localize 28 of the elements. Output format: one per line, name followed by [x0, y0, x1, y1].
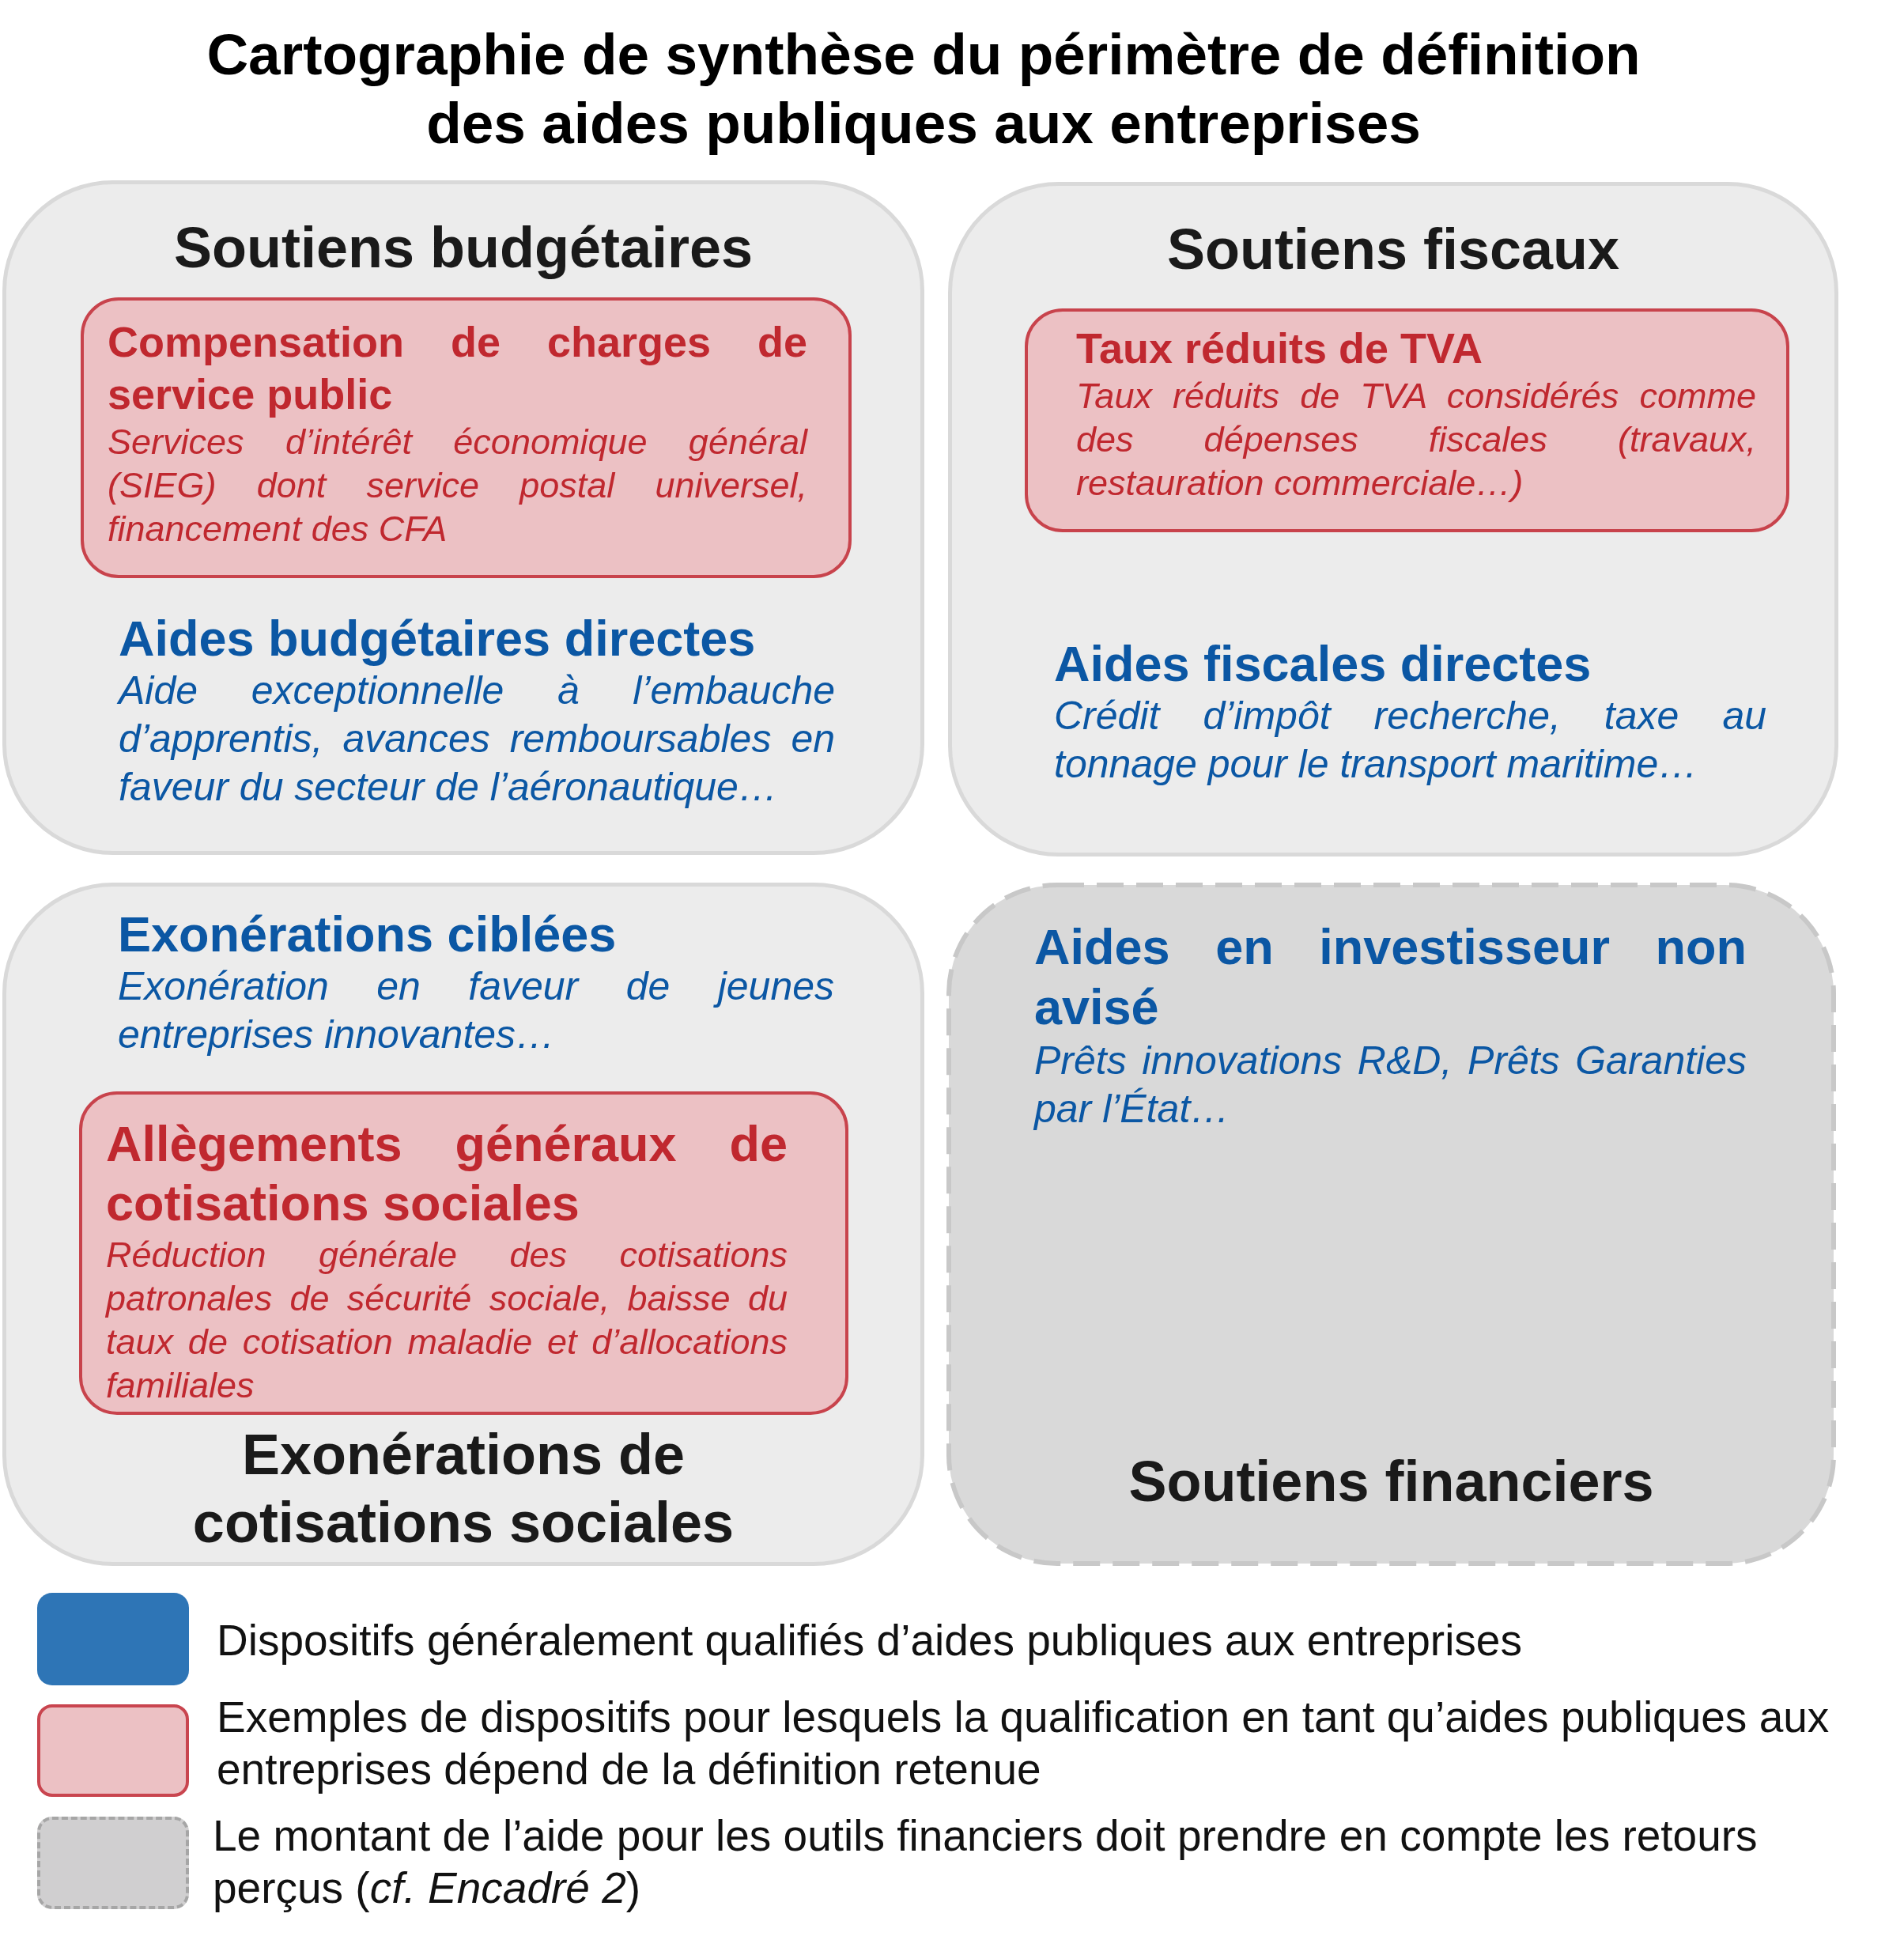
- item-heading: Aides budgétaires directes: [119, 610, 756, 667]
- item-heading: Aides en investisseur non avisé: [1034, 918, 1747, 1036]
- diagram-title: Cartographie de synthèse du périmètre de définition des aides publiques aux entreprises: [206, 21, 1641, 157]
- legend-text: Le montant de l’aide pour les outils financiers doit prendre en compte les retours perçus (cf. Encadré 2): [213, 1810, 1759, 1914]
- item-description: Services d’intérêt économique général (SIEG) dont service postal universel, financement des CFA: [108, 421, 807, 550]
- item-description: Prêts innovations R&D, Prêts Garanties par l’État…: [1034, 1038, 1747, 1133]
- category-panel: [2, 883, 924, 1566]
- item-description: Crédit d’impôt recherche, taxe au tonnage pour le transport maritime…: [1054, 693, 1766, 788]
- panel-heading: Exonérations de cotisations sociales: [191, 1422, 735, 1556]
- item-description: Réduction générale des cotisations patronales de sécurité sociale, baisse du taux de cotisation maladie et d’allocations familiales: [106, 1234, 788, 1407]
- category-panel: [946, 883, 1836, 1566]
- example-card: [81, 297, 852, 578]
- panel-heading: Soutiens fiscaux: [1166, 217, 1620, 282]
- item-description: Taux réduits de TVA considérés comme des dépenses fiscales (travaux, restauration commerciale…): [1076, 375, 1756, 505]
- legend-text: Exemples de dispositifs pour lesquels la qualification en tant qu’aides publiques aux entreprises dépend de la définition retenue: [217, 1692, 1830, 1795]
- item-heading: Exonérations ciblées: [118, 906, 617, 962]
- example-card: [1025, 308, 1789, 532]
- item-heading: Aides fiscales directes: [1054, 635, 1592, 692]
- item-heading: Compensation de charges de service public: [108, 317, 807, 419]
- example-card: [79, 1091, 848, 1415]
- item-heading: Allègements généraux de cotisations sociales: [106, 1115, 788, 1232]
- item-description: Exonération en faveur de jeunes entreprises innovantes…: [118, 963, 834, 1058]
- category-panel: [2, 180, 924, 855]
- category-panel: [948, 182, 1838, 857]
- panel-heading: Soutiens budgétaires: [173, 215, 754, 281]
- legend-text: Dispositifs généralement qualifiés d’aides publiques aux entreprises: [217, 1615, 1522, 1666]
- item-heading: Taux réduits de TVA: [1076, 323, 1483, 373]
- panel-heading: Soutiens financiers: [1128, 1449, 1654, 1515]
